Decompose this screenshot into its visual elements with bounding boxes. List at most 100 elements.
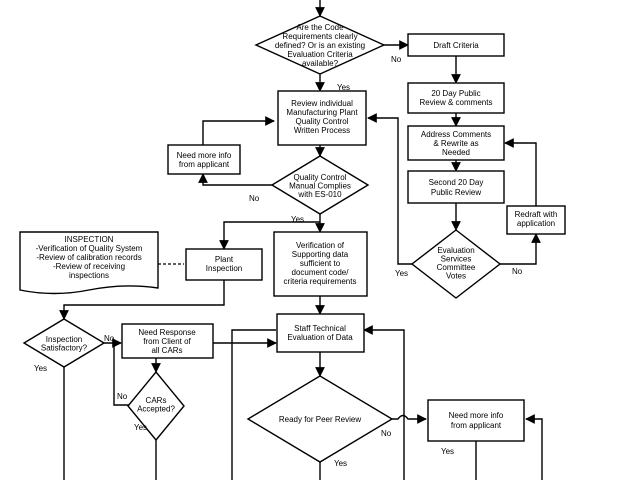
label-yes-votes: Yes <box>395 269 408 278</box>
text-line: Inspection <box>46 335 82 344</box>
text-line: all CARs <box>151 346 182 355</box>
arrow-right-to-info2 <box>525 414 543 480</box>
text-line: Second 20 Day <box>429 178 484 187</box>
label-no-inspection: No <box>104 334 115 343</box>
arrow-votes-to-redraft <box>500 233 541 265</box>
text-line: from applicant <box>179 160 230 169</box>
text-line: criteria requirements <box>284 277 357 286</box>
text-line: Verification of <box>296 241 345 250</box>
text-line: Requirements clearly <box>282 32 357 41</box>
text-line: Needed <box>442 148 470 157</box>
arrow-cars-loop <box>113 343 130 406</box>
text-line: Committee <box>437 263 476 272</box>
label-yes-code: Yes <box>337 83 350 92</box>
text-line: with ES-010 <box>297 190 342 199</box>
inspection-note-document <box>19 231 159 295</box>
line-staff-left <box>231 329 276 480</box>
label-yes-qc: Yes <box>291 215 304 224</box>
text-line: 20 Day Public <box>431 89 480 98</box>
text-line: Manufacturing Plant <box>286 108 358 117</box>
text-line: Need more info <box>177 151 232 160</box>
text-line: inspections <box>69 271 109 280</box>
need-more-info-box-2 <box>427 399 525 442</box>
text-line: Plant <box>215 255 234 264</box>
label-yes-cars: Yes <box>134 423 147 432</box>
text-line: sufficient to <box>300 259 341 268</box>
arrow-qc-to-plant <box>219 221 320 250</box>
text-line: -Review of receiving <box>53 262 125 271</box>
text-line: Are the Code <box>296 23 344 32</box>
verification-box <box>273 231 368 297</box>
need-response-box <box>121 323 214 359</box>
text-line: from applicant <box>451 421 502 430</box>
label-no-qc: No <box>249 194 260 203</box>
text-line: Evaluation of Data <box>287 333 353 342</box>
cars-accepted-diamond <box>127 370 185 442</box>
peer-review-diamond <box>246 375 394 463</box>
text-line: application <box>517 219 555 228</box>
label-no-cars: No <box>117 392 128 401</box>
text-line: Address Comments <box>421 130 491 139</box>
text-line: Review individual <box>291 99 353 108</box>
arrow-info-to-review <box>202 116 275 145</box>
text-line: Redraft with <box>515 210 558 219</box>
plant-inspection-box <box>185 248 263 281</box>
text-line: Services <box>441 255 472 264</box>
label-yes-peer: Yes <box>334 459 347 468</box>
review-manufacturing-box <box>277 90 367 146</box>
text-line: document code/ <box>292 268 350 277</box>
text-line: Satisfactory? <box>41 344 88 353</box>
inspection-satisfactory-diamond <box>22 318 106 368</box>
text-line: -Review of calibration records <box>36 253 141 262</box>
text-line: & Rewrite as <box>433 139 478 148</box>
qc-manual-diamond <box>270 155 370 215</box>
draft-criteria-text: Draft Criteria <box>433 41 479 50</box>
arrow-peer-to-info <box>392 414 427 424</box>
staff-technical-box <box>276 313 365 353</box>
text-line: defined? Or is an existing <box>275 41 365 50</box>
text-line: Need Response <box>138 328 196 337</box>
arrow-redraft-to-address <box>504 138 537 206</box>
inspection-note-text: INSPECTION-Verification of Quality Syste… <box>36 235 143 280</box>
text-line: Supporting data <box>292 250 349 259</box>
text-line: Quality Control <box>296 117 349 126</box>
second-review-box <box>407 170 505 204</box>
label-yes-inspection: Yes <box>34 364 47 373</box>
text-line: Draft Criteria <box>433 41 479 50</box>
connectors <box>59 0 543 480</box>
text-line: from Client of <box>143 337 191 346</box>
label-no-peer: No <box>381 429 392 438</box>
text-line: -Verification of Quality System <box>36 244 143 253</box>
public-review-box <box>407 82 505 114</box>
label-no-draft: No <box>391 55 402 64</box>
text-line: Review & comments <box>420 98 493 107</box>
text-line: Inspection <box>206 264 242 273</box>
text-line: Evaluation Criteria <box>287 50 353 59</box>
text-line: Written Process <box>294 126 350 135</box>
text-line: Manual Complies <box>289 182 351 191</box>
arrow-votes-to-review <box>367 113 412 265</box>
text-line: INSPECTION <box>65 235 114 244</box>
text-line: Public Review <box>431 188 481 197</box>
text-line: Evaluation <box>437 246 474 255</box>
text-line: Accepted? <box>137 405 175 414</box>
draft-criteria-box <box>407 33 505 57</box>
text-line: available? <box>302 59 339 68</box>
need-more-info-box-1 <box>167 144 241 175</box>
peer-review-text: Ready for Peer Review <box>279 415 361 424</box>
arrow-loop-to-staff <box>363 325 405 480</box>
label-yes-info2: Yes <box>441 447 454 456</box>
redraft-box <box>506 205 566 235</box>
